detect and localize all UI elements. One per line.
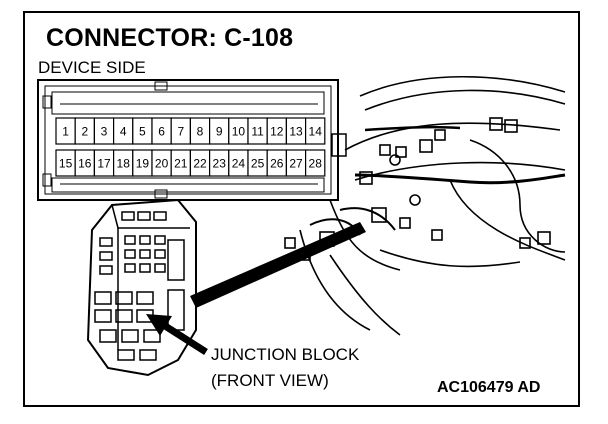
callout-arrow <box>146 314 208 355</box>
connector-pin-number: 7 <box>177 125 184 139</box>
callout-leader <box>190 222 366 308</box>
figure-code: AC106479 AD <box>437 379 541 396</box>
connector-pin-number: 16 <box>78 157 92 171</box>
connector-pin-number: 23 <box>213 157 227 171</box>
connector-pin-number: 19 <box>136 157 150 171</box>
junction-block-view-label: (FRONT VIEW) <box>211 371 329 390</box>
connector-pin-number: 21 <box>174 157 188 171</box>
connector-housing <box>37 79 347 201</box>
connector-pin-number: 8 <box>197 125 204 139</box>
connector-pin-number: 25 <box>251 157 265 171</box>
connector-pin-number: 24 <box>232 157 246 171</box>
connector-pin-number: 17 <box>97 157 111 171</box>
connector-pin-cell <box>305 149 326 177</box>
connector-pin-number: 10 <box>232 125 246 139</box>
junction-block-drawing <box>86 198 197 377</box>
connector-pin-number: 3 <box>101 125 108 139</box>
connector-pin-number: 5 <box>139 125 146 139</box>
connector-pin-number: 9 <box>216 125 223 139</box>
connector-pin-number: 15 <box>59 157 73 171</box>
connector-title: CONNECTOR: C-108 <box>46 24 294 52</box>
diagram-frame <box>23 11 580 407</box>
connector-pin-number: 14 <box>309 125 323 139</box>
junction-block-label: JUNCTION BLOCK <box>211 345 360 364</box>
connector-pin-number: 13 <box>289 125 303 139</box>
connector-pin-number: 22 <box>193 157 207 171</box>
connector-pin-number: 4 <box>120 125 127 139</box>
connector-pin-cell <box>305 117 326 145</box>
connector-pin-number: 26 <box>270 157 284 171</box>
connector-pin-number: 6 <box>158 125 165 139</box>
connector-view-label: DEVICE SIDE <box>38 58 146 77</box>
connector-pin-row-bottom: 15 16 17 18 19 20 21 22 23 24 25 26 27 28 <box>55 149 326 177</box>
connector-pin-number: 28 <box>309 157 323 171</box>
connector-pin-number: 1 <box>62 125 69 139</box>
connector-pin-number: 2 <box>81 125 88 139</box>
connector-pin-number: 12 <box>270 125 284 139</box>
dashboard-illustration <box>284 75 566 336</box>
connector-pin-number: 18 <box>117 157 131 171</box>
connector-pin-number: 20 <box>155 157 169 171</box>
connector-pin-number: 27 <box>289 157 303 171</box>
connector-pin-number: 11 <box>251 125 264 139</box>
